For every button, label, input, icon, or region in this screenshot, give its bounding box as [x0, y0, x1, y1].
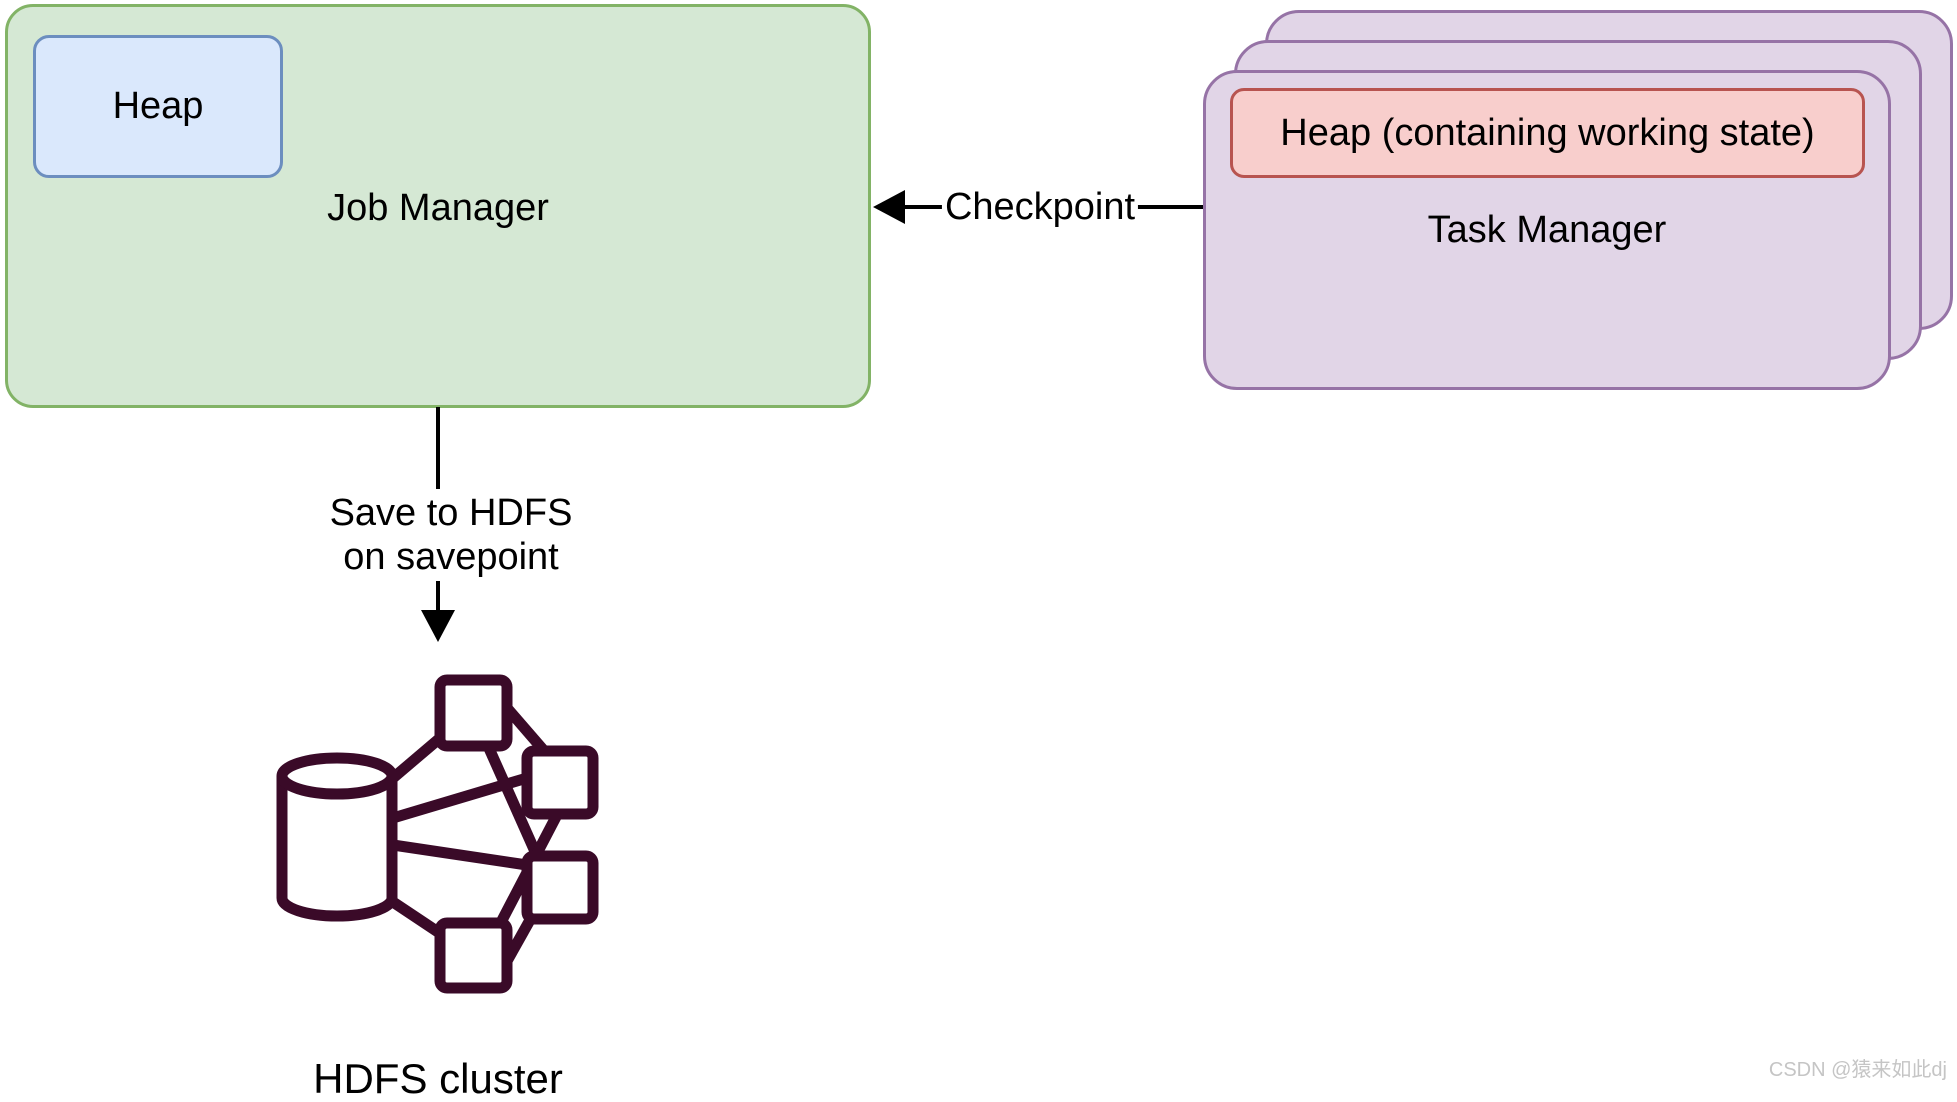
node-square-right-bottom: [521, 850, 599, 925]
cluster-node-squares: [434, 674, 599, 994]
database-cylinder-icon: [276, 752, 398, 922]
job-manager-label: Job Manager: [327, 187, 549, 229]
hdfs-cluster-icon: [276, 674, 599, 994]
watermark: CSDN @猿来如此dj: [1768, 1059, 1947, 1081]
savepoint-label-line1: Save to HDFS: [329, 492, 573, 534]
hdfs-cluster-label: HDFS cluster: [313, 1055, 563, 1102]
checkpoint-arrowhead-icon: [873, 190, 905, 224]
node-square-top: [434, 674, 513, 752]
checkpoint-label: Checkpoint: [941, 186, 1139, 228]
node-square-bottom: [434, 917, 513, 994]
task-manager-heap-box: Heap (containing working state): [1230, 88, 1865, 178]
task-manager-label: Task Manager: [1427, 209, 1667, 251]
savepoint-arrowhead-icon: [421, 610, 455, 642]
job-manager-heap-label: Heap: [112, 85, 204, 127]
task-manager-heap-label: Heap (containing working state): [1280, 111, 1815, 154]
node-square-right-top: [521, 745, 599, 820]
job-manager-heap-box: Heap: [33, 35, 283, 178]
savepoint-label-line2: on savepoint: [343, 536, 559, 578]
savepoint-label: Save to HDFS on savepoint: [321, 489, 581, 581]
